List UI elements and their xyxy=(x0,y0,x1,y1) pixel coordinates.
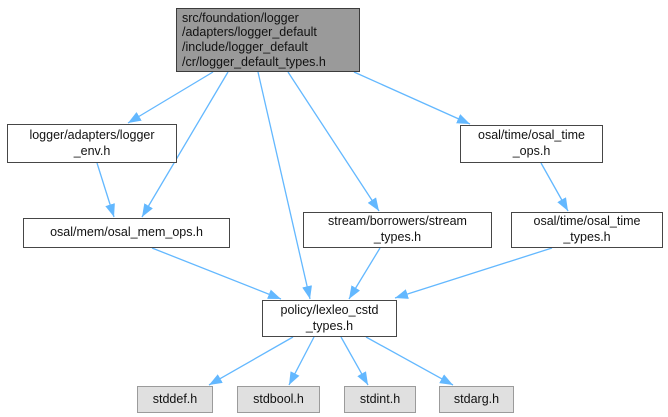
edge-logger_env-to-osal_mem_ops xyxy=(96,162,115,218)
node-logger-default-types-h: src/foundation/logger /adapters/logger_d… xyxy=(176,8,360,72)
edge-main-to-stream_types xyxy=(287,71,380,212)
node-policy-lexleo-cstd-types-h[interactable]: policy/lexleo_cstd _types.h xyxy=(262,300,397,337)
edge-main-to-policy_types xyxy=(257,71,312,300)
edge-main-to-logger_env xyxy=(127,71,214,124)
node-logger-env-h[interactable]: logger/adapters/logger _env.h xyxy=(7,124,177,163)
node-osal-mem-ops-h[interactable]: osal/mem/osal_mem_ops.h xyxy=(23,218,230,248)
edge-policy_types-to-stdarg xyxy=(365,336,454,386)
edge-osal_mem_ops-to-policy_types xyxy=(151,247,282,300)
node-osal-time-types-h[interactable]: osal/time/osal_time _types.h xyxy=(511,212,663,248)
edge-osal_time_ops-to-osal_time_types xyxy=(540,162,569,212)
node-stddef-h[interactable]: stddef.h xyxy=(137,386,213,413)
node-stdarg-h[interactable]: stdarg.h xyxy=(439,386,514,413)
edge-policy_types-to-stdbool xyxy=(288,336,315,386)
node-stdint-h[interactable]: stdint.h xyxy=(344,386,416,413)
edge-main-to-osal_mem_ops xyxy=(141,71,229,218)
node-stream-types-h[interactable]: stream/borrowers/stream _types.h xyxy=(303,212,492,248)
edge-policy_types-to-stdint xyxy=(340,336,369,386)
edge-osal_time_types-to-policy_types xyxy=(394,247,553,299)
edge-main-to-osal_time_ops xyxy=(353,71,471,125)
node-osal-time-ops-h[interactable]: osal/time/osal_time _ops.h xyxy=(460,125,603,163)
edge-policy_types-to-stddef xyxy=(208,336,294,386)
edge-stream_types-to-policy_types xyxy=(348,247,381,300)
node-stdbool-h[interactable]: stdbool.h xyxy=(237,386,320,413)
